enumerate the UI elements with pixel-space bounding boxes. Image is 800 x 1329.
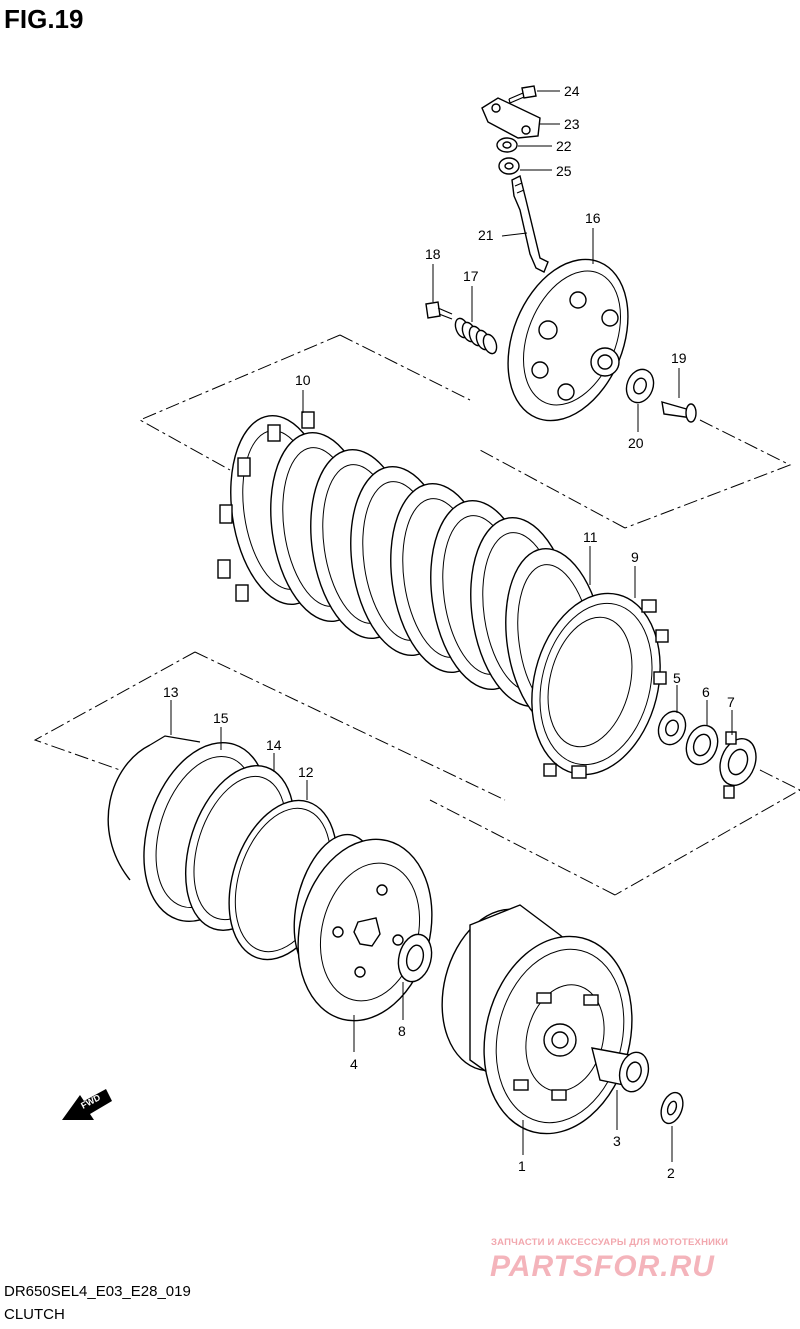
- callout-4: 4: [350, 1056, 358, 1072]
- callout-2: 2: [667, 1165, 675, 1181]
- callout-15: 15: [213, 710, 229, 726]
- callout-21: 21: [478, 227, 494, 243]
- part-25-seal: [498, 157, 520, 175]
- callout-8: 8: [398, 1023, 406, 1039]
- callout-20: 20: [628, 435, 644, 451]
- part-20-bearing: [625, 368, 655, 404]
- part-21-release-rod: [511, 174, 549, 273]
- callout-1: 1: [518, 1158, 526, 1174]
- callout-12: 12: [298, 764, 314, 780]
- part-6-washer: [685, 724, 719, 766]
- callout-10: 10: [295, 372, 311, 388]
- callout-6: 6: [702, 684, 710, 700]
- callout-19: 19: [671, 350, 687, 366]
- callout-9: 9: [631, 549, 639, 565]
- fwd-arrow-icon: FWD: [62, 1089, 112, 1120]
- callout-17: 17: [463, 268, 479, 284]
- part-4-sleeve-hub: [293, 833, 433, 1022]
- callout-labels: 24 23 22 25 21 16 18 17 19 20 10 11 9 13…: [163, 83, 735, 1181]
- part-8-thrust-washer: [397, 933, 433, 983]
- watermark-logo: PARTSFOR.RU: [490, 1250, 715, 1283]
- callout-22: 22: [556, 138, 572, 154]
- callout-3: 3: [613, 1133, 621, 1149]
- part-9-pressure-ring-plate: [531, 592, 669, 779]
- callout-23: 23: [564, 116, 580, 132]
- callout-25: 25: [556, 163, 572, 179]
- callout-14: 14: [266, 737, 282, 753]
- watermark-tagline: ЗАПЧАСТИ И АКСЕССУАРЫ ДЛЯ МОТОТЕХНИКИ: [491, 1237, 729, 1248]
- part-3-spacer: [591, 1047, 650, 1093]
- part-2-washer: [660, 1091, 684, 1125]
- part-23-lever: [481, 97, 541, 139]
- upper-assembly-boundary: [138, 334, 792, 529]
- callout-24: 24: [564, 83, 580, 99]
- part-22-washer: [496, 137, 518, 153]
- model-code: DR650SEL4_E03_E28_019: [4, 1283, 191, 1300]
- callout-18: 18: [425, 246, 441, 262]
- part-16-pressure-plate: [507, 258, 629, 422]
- part-19-pin: [661, 401, 697, 423]
- part-7-lock-washer: [719, 731, 757, 799]
- section-name: CLUTCH: [4, 1306, 65, 1323]
- part-24-bolt: [508, 85, 537, 104]
- callout-11: 11: [583, 529, 598, 545]
- part-17-spring: [454, 317, 498, 355]
- part-1-clutch-housing: [441, 904, 633, 1135]
- leader-lines: [170, 90, 733, 1162]
- callout-16: 16: [585, 210, 601, 226]
- callout-13: 13: [163, 684, 179, 700]
- callout-7: 7: [727, 694, 735, 710]
- part-13-circlip: [107, 735, 201, 881]
- lower-assembly-boundary: [33, 651, 800, 896]
- part-18-bolt: [425, 301, 453, 320]
- part-5-nut: [657, 710, 687, 746]
- figure-title: FIG.19: [4, 4, 84, 34]
- callout-5: 5: [673, 670, 681, 686]
